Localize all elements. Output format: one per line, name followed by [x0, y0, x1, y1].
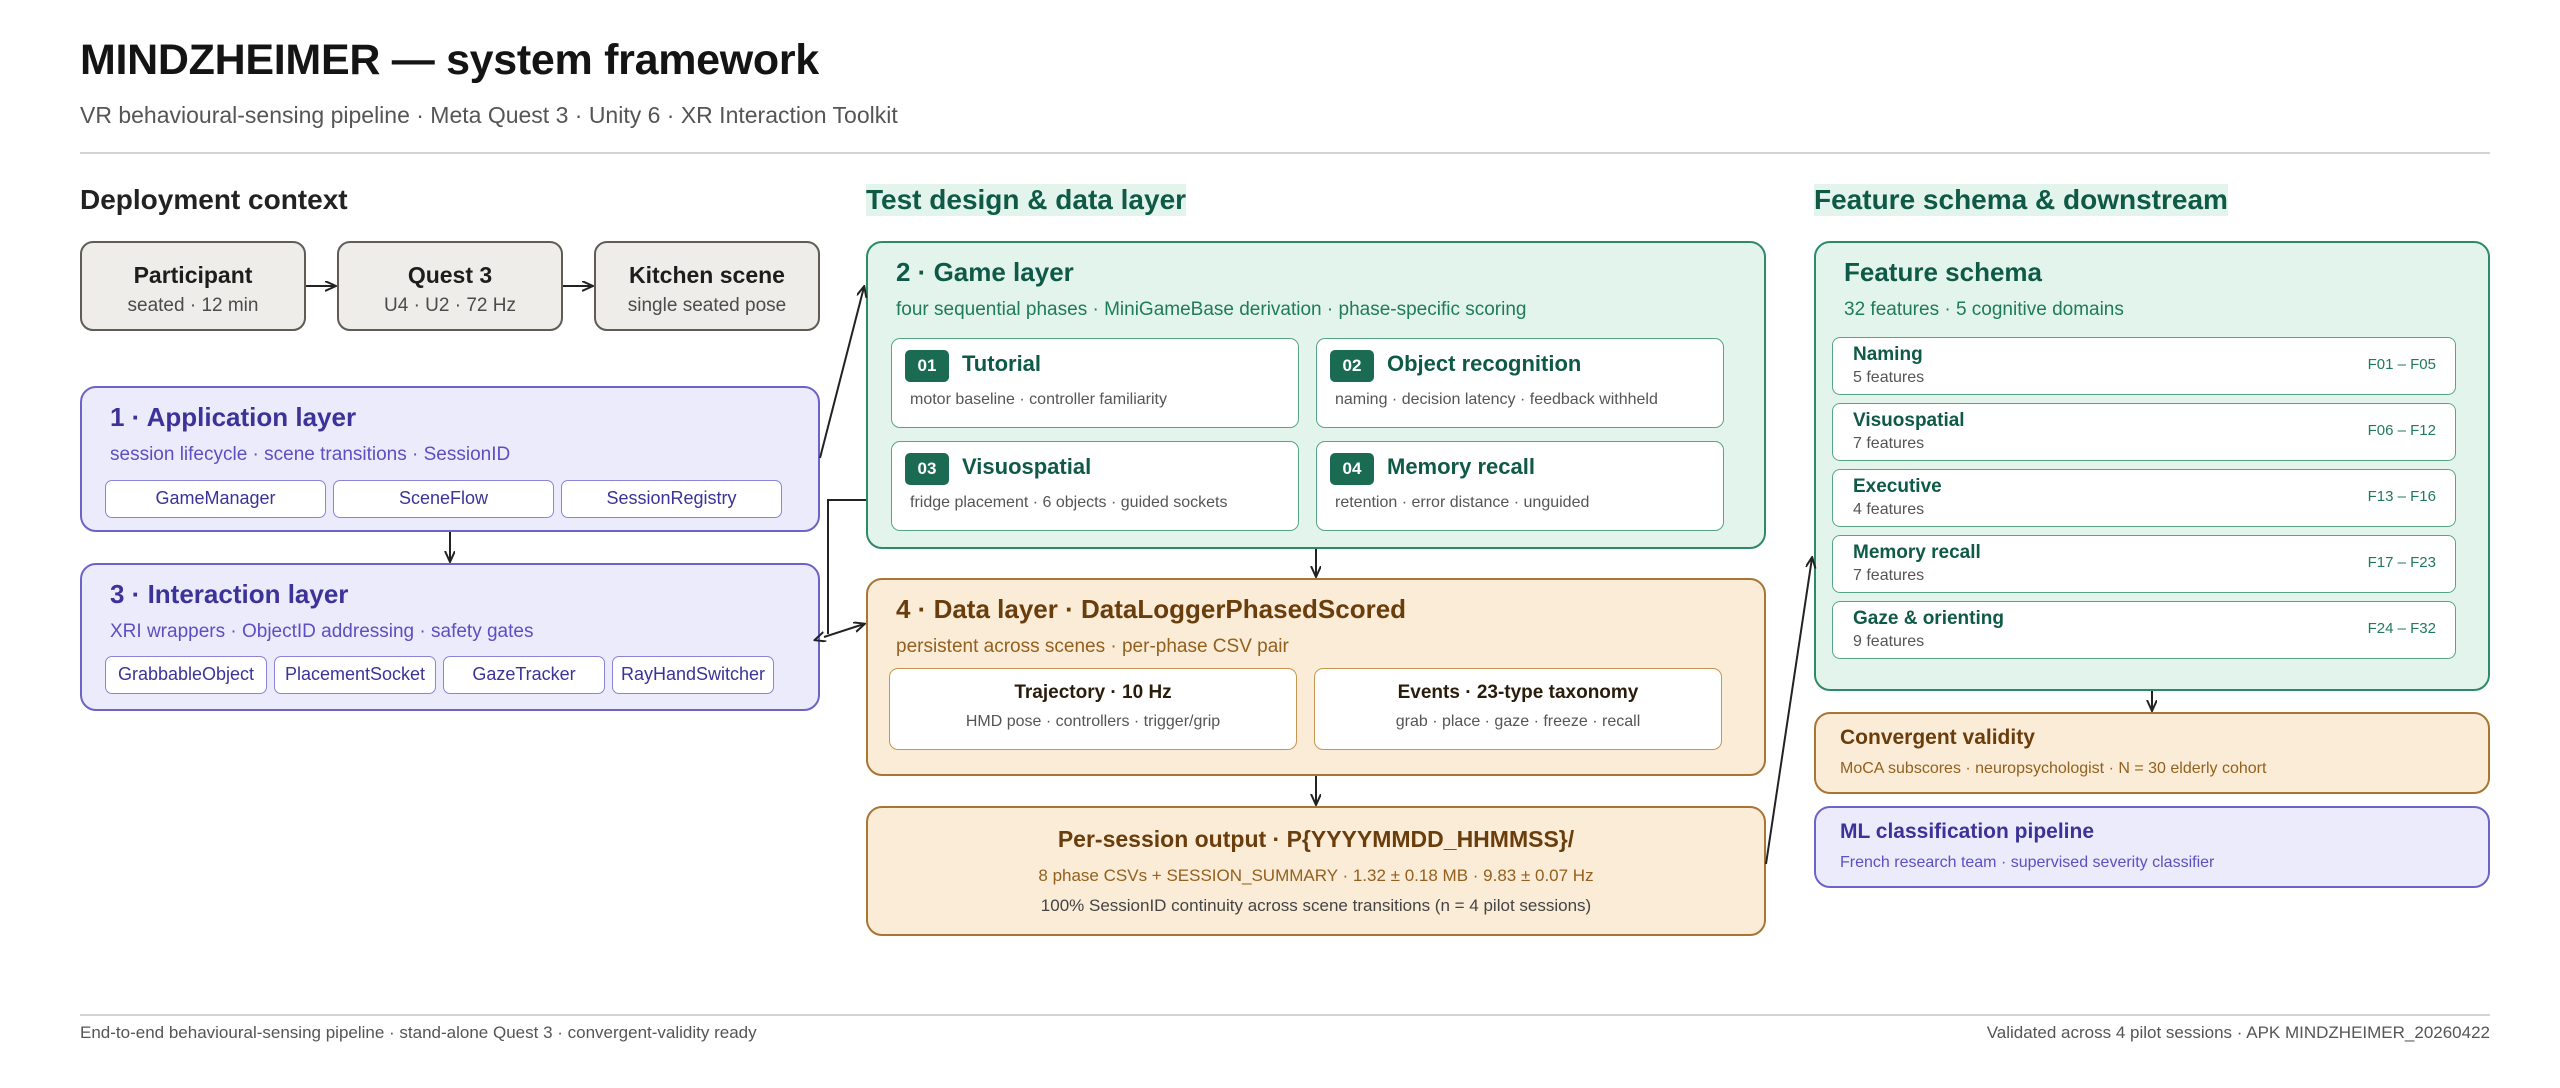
component-gamemanager: GameManager: [105, 480, 326, 518]
output-continuity: 100% SessionID continuity across scene t…: [1040, 896, 1592, 915]
domain-name: Visuospatial: [1853, 410, 1965, 431]
domain-name: Executive: [1853, 476, 1942, 497]
domain-count: 9 features: [1853, 633, 1925, 650]
domain-count: 5 features: [1853, 369, 1925, 386]
domain-naming: Naming 5 features F01 – F05: [1832, 337, 2456, 395]
trajectory-stream-box: Trajectory · 10 Hz HMD pose · controller…: [889, 668, 1297, 750]
stream-sub: grab · place · gaze · freeze · recall: [1395, 713, 1641, 730]
convergent-validity-panel: Convergent validity MoCA subscores · neu…: [1814, 712, 2490, 794]
feature-heading: Feature schema & downstream: [1814, 184, 2228, 216]
phase-object-recognition: 02 Object recognition naming · decision …: [1316, 338, 1724, 428]
domain-memory-recall: Memory recall 7 features F17 – F23: [1832, 535, 2456, 593]
component-grabbableobject: GrabbableObject: [105, 656, 267, 694]
arrow-interaction-data: [824, 624, 864, 637]
domain-range: F06 – F12: [2367, 422, 2436, 439]
convergent-validity-title: Convergent validity: [1840, 726, 2035, 749]
participant-chip: Participant seated · 12 min: [80, 241, 306, 331]
domain-range: F01 – F05: [2367, 356, 2436, 373]
phase-sub: fridge placement · 6 objects · guided so…: [910, 494, 1228, 511]
feature-schema-title: Feature schema: [1844, 257, 2042, 287]
chip-title: Quest 3: [407, 262, 493, 288]
kitchen-scene-chip: Kitchen scene single seated pose: [594, 241, 820, 331]
application-layer-panel: 1 · Application layer session lifecycle …: [80, 386, 820, 532]
game-layer-title: 2 · Game layer: [896, 257, 1074, 287]
test-design-heading: Test design & data layer: [866, 184, 1187, 216]
domain-range: F17 – F23: [2367, 554, 2436, 571]
phase-number-badge: 04: [1330, 453, 1374, 485]
phase-title: Tutorial: [962, 351, 1042, 376]
interaction-layer-panel: 3 · Interaction layer XRI wrappers · Obj…: [80, 563, 820, 711]
phase-title: Visuospatial: [962, 454, 1092, 479]
component-sessionregistry: SessionRegistry: [561, 480, 782, 518]
phase-sub: motor baseline · controller familiarity: [910, 391, 1167, 408]
ml-pipeline-panel: ML classification pipeline French resear…: [1814, 806, 2490, 888]
footer-left-text: End-to-end behavioural-sensing pipeline …: [80, 1023, 757, 1042]
output-stats: 8 phase CSVs + SESSION_SUMMARY · 1.32 ± …: [1038, 866, 1594, 885]
component-rayhandswitcher: RayHandSwitcher: [612, 656, 774, 694]
phase-sub: naming · decision latency · feedback wit…: [1335, 391, 1658, 408]
domain-visuospatial: Visuospatial 7 features F06 – F12: [1832, 403, 2456, 461]
convergent-validity-sub: MoCA subscores · neuropsychologist · N =…: [1840, 760, 2267, 777]
component-sceneflow: SceneFlow: [333, 480, 554, 518]
domain-count: 4 features: [1853, 501, 1925, 518]
ml-pipeline-title: ML classification pipeline: [1840, 820, 2095, 843]
interaction-layer-title: 3 · Interaction layer: [110, 579, 349, 609]
header-divider: [80, 152, 2490, 154]
footer-divider: [80, 1014, 2490, 1016]
domain-name: Memory recall: [1853, 542, 1981, 563]
application-layer-sub: session lifecycle · scene transitions · …: [110, 444, 511, 465]
arrow-app-to-game: [819, 287, 864, 459]
phase-number-badge: 01: [905, 350, 949, 382]
page-title: MINDZHEIMER — system framework: [80, 36, 819, 84]
phase-title: Memory recall: [1387, 454, 1535, 479]
domain-count: 7 features: [1853, 435, 1925, 452]
phase-number-badge: 03: [905, 453, 949, 485]
output-title: Per-session output · P{YYYYMMDD_HHMMSS}/: [1057, 826, 1575, 852]
domain-count: 7 features: [1853, 567, 1925, 584]
chip-sub: U4 · U2 · 72 Hz: [384, 295, 516, 316]
chip-sub: single seated pose: [627, 295, 787, 316]
chip-title: Kitchen scene: [629, 262, 785, 288]
phase-memory-recall: 04 Memory recall retention · error dista…: [1316, 441, 1724, 531]
domain-range: F24 – F32: [2367, 620, 2436, 637]
footer-right-text: Validated across 4 pilot sessions · APK …: [1986, 1023, 2490, 1042]
stream-sub: HMD pose · controllers · trigger/grip: [965, 713, 1221, 730]
events-stream-box: Events · 23-type taxonomy grab · place ·…: [1314, 668, 1722, 750]
stream-title: Trajectory · 10 Hz: [1014, 682, 1172, 703]
component-placementsocket: PlacementSocket: [274, 656, 436, 694]
domain-executive: Executive 4 features F13 – F16: [1832, 469, 2456, 527]
quest3-chip: Quest 3 U4 · U2 · 72 Hz: [337, 241, 563, 331]
stream-title: Events · 23-type taxonomy: [1397, 682, 1639, 703]
session-output-panel: Per-session output · P{YYYYMMDD_HHMMSS}/…: [866, 806, 1766, 936]
application-layer-title: 1 · Application layer: [110, 402, 357, 432]
phase-sub: retention · error distance · unguided: [1335, 494, 1590, 511]
phase-visuospatial: 03 Visuospatial fridge placement · 6 obj…: [891, 441, 1299, 531]
chip-sub: seated · 12 min: [127, 295, 259, 316]
component-gazetracker: GazeTracker: [443, 656, 605, 694]
domain-name: Naming: [1853, 344, 1923, 365]
ml-pipeline-sub: French research team · supervised severi…: [1840, 854, 2215, 871]
data-layer-title: 4 · Data layer · DataLoggerPhasedScored: [896, 594, 1407, 624]
arrow-game-to-interaction: [827, 499, 866, 634]
domain-gaze-orienting: Gaze & orienting 9 features F24 – F32: [1832, 601, 2456, 659]
deployment-heading: Deployment context: [80, 184, 348, 215]
interaction-layer-sub: XRI wrappers · ObjectID addressing · saf…: [110, 621, 534, 642]
phase-number-badge: 02: [1330, 350, 1374, 382]
phase-title: Object recognition: [1387, 351, 1582, 376]
phase-tutorial: 01 Tutorial motor baseline · controller …: [891, 338, 1299, 428]
game-layer-panel: 2 · Game layer four sequential phases · …: [866, 241, 1766, 549]
game-layer-sub: four sequential phases · MiniGameBase de…: [896, 299, 1527, 320]
data-layer-sub: persistent across scenes · per-phase CSV…: [896, 636, 1289, 657]
arrow-output-to-feature: [1765, 558, 1812, 865]
page-subtitle: VR behavioural-sensing pipeline · Meta Q…: [80, 102, 898, 128]
feature-schema-sub: 32 features · 5 cognitive domains: [1844, 299, 2124, 320]
domain-name: Gaze & orienting: [1853, 608, 2004, 629]
domain-range: F13 – F16: [2367, 488, 2436, 505]
chip-title: Participant: [133, 262, 253, 288]
